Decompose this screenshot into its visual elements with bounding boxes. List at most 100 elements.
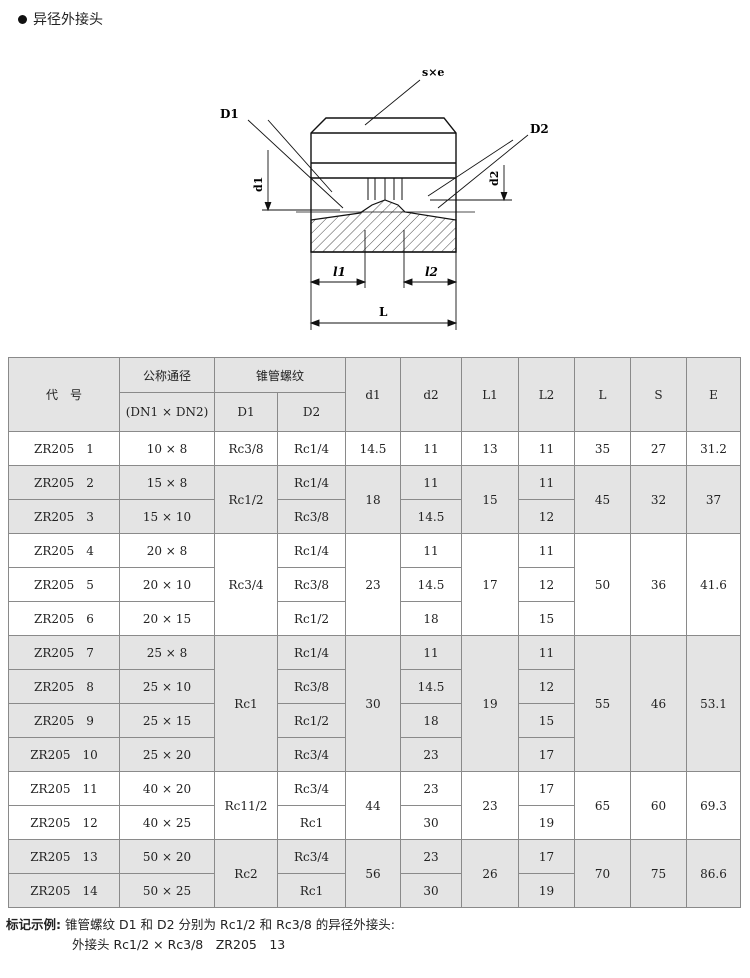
cell-L2: 12 (518, 567, 576, 602)
label-l1: l1 (333, 265, 346, 279)
cell-code: ZR205 8 (8, 669, 120, 704)
cell-D1: Rc2 (214, 839, 278, 908)
cell-code: ZR205 5 (8, 567, 120, 602)
cell-d2: 14.5 (400, 669, 463, 704)
cell-D2: Rc1/4 (276, 635, 347, 670)
cell-code: ZR205 10 (8, 737, 120, 772)
cell-E: 31.2 (686, 431, 742, 466)
spec-table: 代 号 公称通径 锥管螺纹 d1 d2 L1 L2 L S E (DN1 × D… (8, 357, 742, 908)
label-D2: D2 (530, 122, 549, 136)
cell-d2: 23 (400, 771, 463, 806)
note-line-1: 锥管螺纹 D1 和 D2 分别为 Rc1/2 和 Rc3/8 的异径外接头: (64, 917, 395, 932)
label-d2: d2 (488, 171, 501, 186)
cell-L: 55 (574, 635, 632, 772)
cell-nominal: 40 × 25 (119, 805, 215, 840)
header-thread: 锥管螺纹 (213, 357, 347, 393)
cell-L2: 17 (518, 737, 576, 772)
cell-code: ZR205 6 (8, 601, 120, 636)
note-line-2: 外接头 Rc1/2 × Rc3/8 ZR205 13 (72, 937, 286, 952)
cell-nominal: 50 × 25 (119, 873, 215, 908)
header-L1: L1 (461, 357, 520, 432)
cell-L2: 11 (518, 635, 576, 670)
cell-D2: Rc1 (276, 805, 347, 840)
cell-d2: 23 (400, 839, 463, 874)
leader-lines (247, 79, 529, 209)
cell-nominal: 15 × 8 (119, 465, 215, 500)
cell-L2: 19 (518, 873, 576, 908)
cell-D2: Rc1/2 (276, 601, 347, 636)
cell-L1: 19 (461, 635, 520, 772)
header-L: L (574, 357, 632, 432)
cell-S: 27 (630, 431, 688, 466)
cell-nominal: 20 × 10 (119, 567, 215, 602)
cell-L2: 12 (518, 499, 576, 534)
cell-D2: Rc3/4 (276, 771, 347, 806)
cell-nominal: 20 × 8 (119, 533, 215, 568)
label-d1: d1 (252, 177, 265, 192)
label-l2: l2 (425, 265, 438, 279)
cell-nominal: 50 × 20 (119, 839, 215, 874)
cell-d2: 11 (400, 533, 463, 568)
cell-D1: Rc3/4 (214, 533, 278, 636)
cell-D2: Rc3/4 (276, 839, 347, 874)
cell-L: 70 (574, 839, 632, 908)
cell-D2: Rc1/4 (276, 533, 347, 568)
cell-L1: 17 (461, 533, 520, 636)
cell-L2: 17 (518, 771, 576, 806)
cell-E: 69.3 (686, 771, 742, 840)
spec-table-body: 代 号 公称通径 锥管螺纹 d1 d2 L1 L2 L S E (DN1 × D… (8, 357, 742, 908)
cell-S: 32 (630, 465, 688, 534)
cell-nominal: 25 × 8 (119, 635, 215, 670)
cell-nominal: 25 × 10 (119, 669, 215, 704)
cell-L2: 11 (518, 465, 576, 500)
cell-d2: 18 (400, 703, 463, 738)
cell-D2: Rc3/8 (276, 499, 347, 534)
cell-d2: 14.5 (400, 567, 463, 602)
cell-code: ZR205 1 (8, 431, 120, 466)
d1-dimension (262, 150, 340, 212)
header-d1: d1 (345, 357, 402, 432)
cell-code: ZR205 12 (8, 805, 120, 840)
cell-D2: Rc1/4 (276, 465, 347, 500)
header-D1: D1 (214, 392, 278, 432)
cell-d1: 14.5 (345, 431, 402, 466)
cell-d1: 56 (345, 839, 402, 908)
cell-nominal: 15 × 10 (119, 499, 215, 534)
cell-d2: 11 (400, 431, 463, 466)
cell-code: ZR205 2 (8, 465, 120, 500)
cell-L2: 15 (518, 703, 576, 738)
cell-D2: Rc3/8 (276, 669, 347, 704)
header-L2: L2 (518, 357, 576, 432)
bore-lines (367, 178, 403, 200)
cell-D1: Rc1 (214, 635, 278, 772)
cell-d2: 14.5 (400, 499, 463, 534)
cell-S: 75 (630, 839, 688, 908)
cell-code: ZR205 9 (8, 703, 120, 738)
cell-d2: 23 (400, 737, 463, 772)
cell-L2: 11 (518, 431, 576, 466)
cell-L2: 17 (518, 839, 576, 874)
cell-L1: 26 (461, 839, 520, 908)
header-E: E (686, 357, 742, 432)
cell-L1: 13 (461, 431, 520, 466)
label-L: L (379, 305, 388, 319)
section-hatch (310, 199, 457, 253)
section-title: 异径外接头 (18, 9, 103, 29)
cell-d2: 18 (400, 601, 463, 636)
cell-L1: 23 (461, 771, 520, 840)
cell-d2: 11 (400, 465, 463, 500)
header-S: S (630, 357, 688, 432)
cell-nominal: 25 × 20 (119, 737, 215, 772)
header-row-2: (DN1 × DN2) D1 D2 (9, 392, 741, 432)
cell-d1: 18 (345, 465, 402, 534)
header-row-1: 代 号 公称通径 锥管螺纹 d1 d2 L1 L2 L S E (8, 357, 742, 432)
cell-L: 45 (574, 465, 632, 534)
section-title-text: 异径外接头 (33, 12, 103, 28)
